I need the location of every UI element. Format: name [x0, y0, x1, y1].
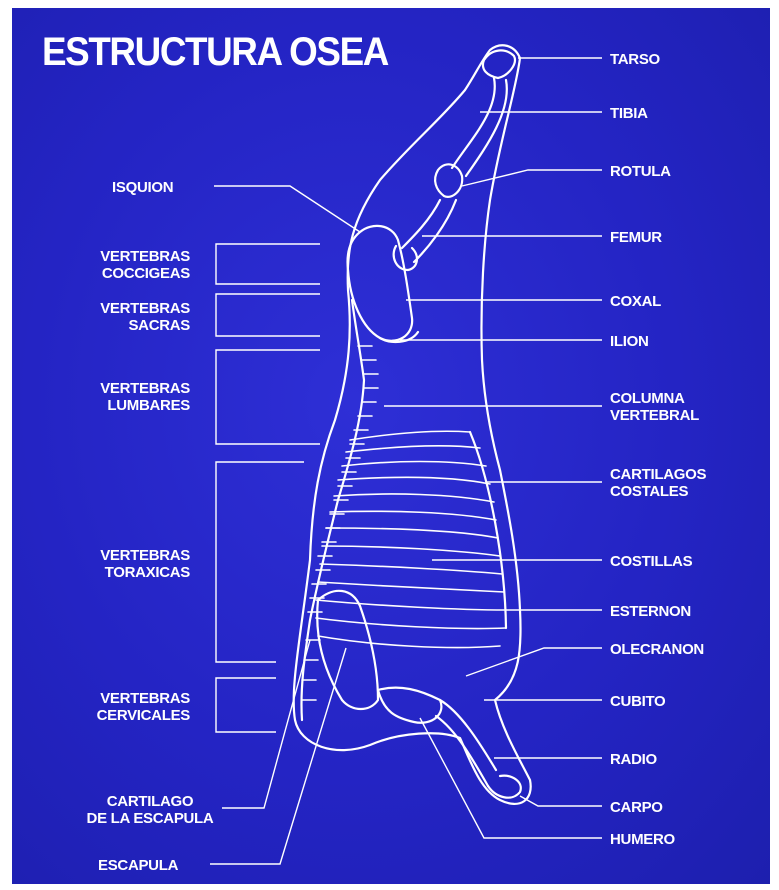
- bracket-lumbares: [216, 350, 320, 444]
- label-cartilagos-line1: CARTILAGOS: [610, 466, 706, 483]
- bracket-sacras: [216, 294, 320, 336]
- bracket-coccigeas: [216, 244, 320, 284]
- label-carpo: CARPO: [610, 799, 663, 816]
- vertebral-column: [301, 300, 364, 720]
- label-columna-line1: COLUMNA: [610, 390, 699, 407]
- label-vertebras-toraxicas: VERTEBRAS TORAXICAS: [60, 547, 190, 581]
- label-olecranon: OLECRANON: [610, 641, 704, 658]
- bracket-cervicales: [216, 678, 276, 732]
- rotula-bone: [435, 164, 462, 197]
- label-esternon: ESTERNON: [610, 603, 691, 620]
- coxal-bone: [348, 226, 413, 341]
- leader-carpo: [520, 796, 602, 806]
- label-toraxicas-line1: VERTEBRAS: [60, 547, 190, 564]
- label-tibia: TIBIA: [610, 105, 648, 122]
- label-tarso: TARSO: [610, 51, 660, 68]
- label-rotula: ROTULA: [610, 163, 671, 180]
- label-cartilago-line1: CARTILAGO: [80, 793, 220, 810]
- label-sacras-line1: VERTEBRAS: [60, 300, 190, 317]
- label-lumbares-line2: LUMBARES: [60, 397, 190, 414]
- label-coxal: COXAL: [610, 293, 661, 310]
- label-vertebras-cervicales: VERTEBRAS CERVICALES: [60, 690, 190, 724]
- label-coccigeas-line2: COCCIGEAS: [60, 265, 190, 282]
- humero-bone: [378, 688, 441, 723]
- label-ilion: ILION: [610, 333, 649, 350]
- label-cartilago-escapula: CARTILAGO DE LA ESCAPULA: [80, 793, 220, 827]
- label-femur: FEMUR: [610, 229, 662, 246]
- label-cervicales-line2: CERVICALES: [60, 707, 190, 724]
- label-cartilagos-costales: CARTILAGOS COSTALES: [610, 466, 706, 500]
- label-costillas: COSTILLAS: [610, 553, 692, 570]
- label-cubito: CUBITO: [610, 693, 665, 710]
- label-coccigeas-line1: VERTEBRAS: [60, 248, 190, 265]
- label-toraxicas-line2: TORAXICAS: [60, 564, 190, 581]
- label-vertebras-sacras: VERTEBRAS SACRAS: [60, 300, 190, 334]
- bracket-toraxicas: [216, 462, 304, 662]
- label-isquion: ISQUION: [112, 179, 173, 196]
- label-columna-line2: VERTEBRAL: [610, 407, 699, 424]
- escapula-bone: [317, 591, 378, 709]
- cubito-radio-bones: [436, 700, 496, 786]
- label-vertebras-coccigeas: VERTEBRAS COCCIGEAS: [60, 248, 190, 282]
- ribs: [316, 431, 506, 647]
- leader-humero: [420, 718, 602, 838]
- label-humero: HUMERO: [610, 831, 675, 848]
- label-cartilago-line2: DE LA ESCAPULA: [80, 810, 220, 827]
- leader-isquion: [214, 186, 360, 232]
- label-cervicales-line1: VERTEBRAS: [60, 690, 190, 707]
- label-sacras-line2: SACRAS: [60, 317, 190, 334]
- label-radio: RADIO: [610, 751, 657, 768]
- label-cartilagos-line2: COSTALES: [610, 483, 706, 500]
- leader-olecranon: [466, 648, 602, 676]
- label-vertebras-lumbares: VERTEBRAS LUMBARES: [60, 380, 190, 414]
- label-lumbares-line1: VERTEBRAS: [60, 380, 190, 397]
- tarso-bone: [483, 50, 515, 78]
- costal-cartilage-line: [470, 432, 506, 628]
- leader-rotula: [462, 170, 602, 186]
- label-columna-vertebral: COLUMNA VERTEBRAL: [610, 390, 699, 424]
- label-escapula: ESCAPULA: [98, 857, 178, 874]
